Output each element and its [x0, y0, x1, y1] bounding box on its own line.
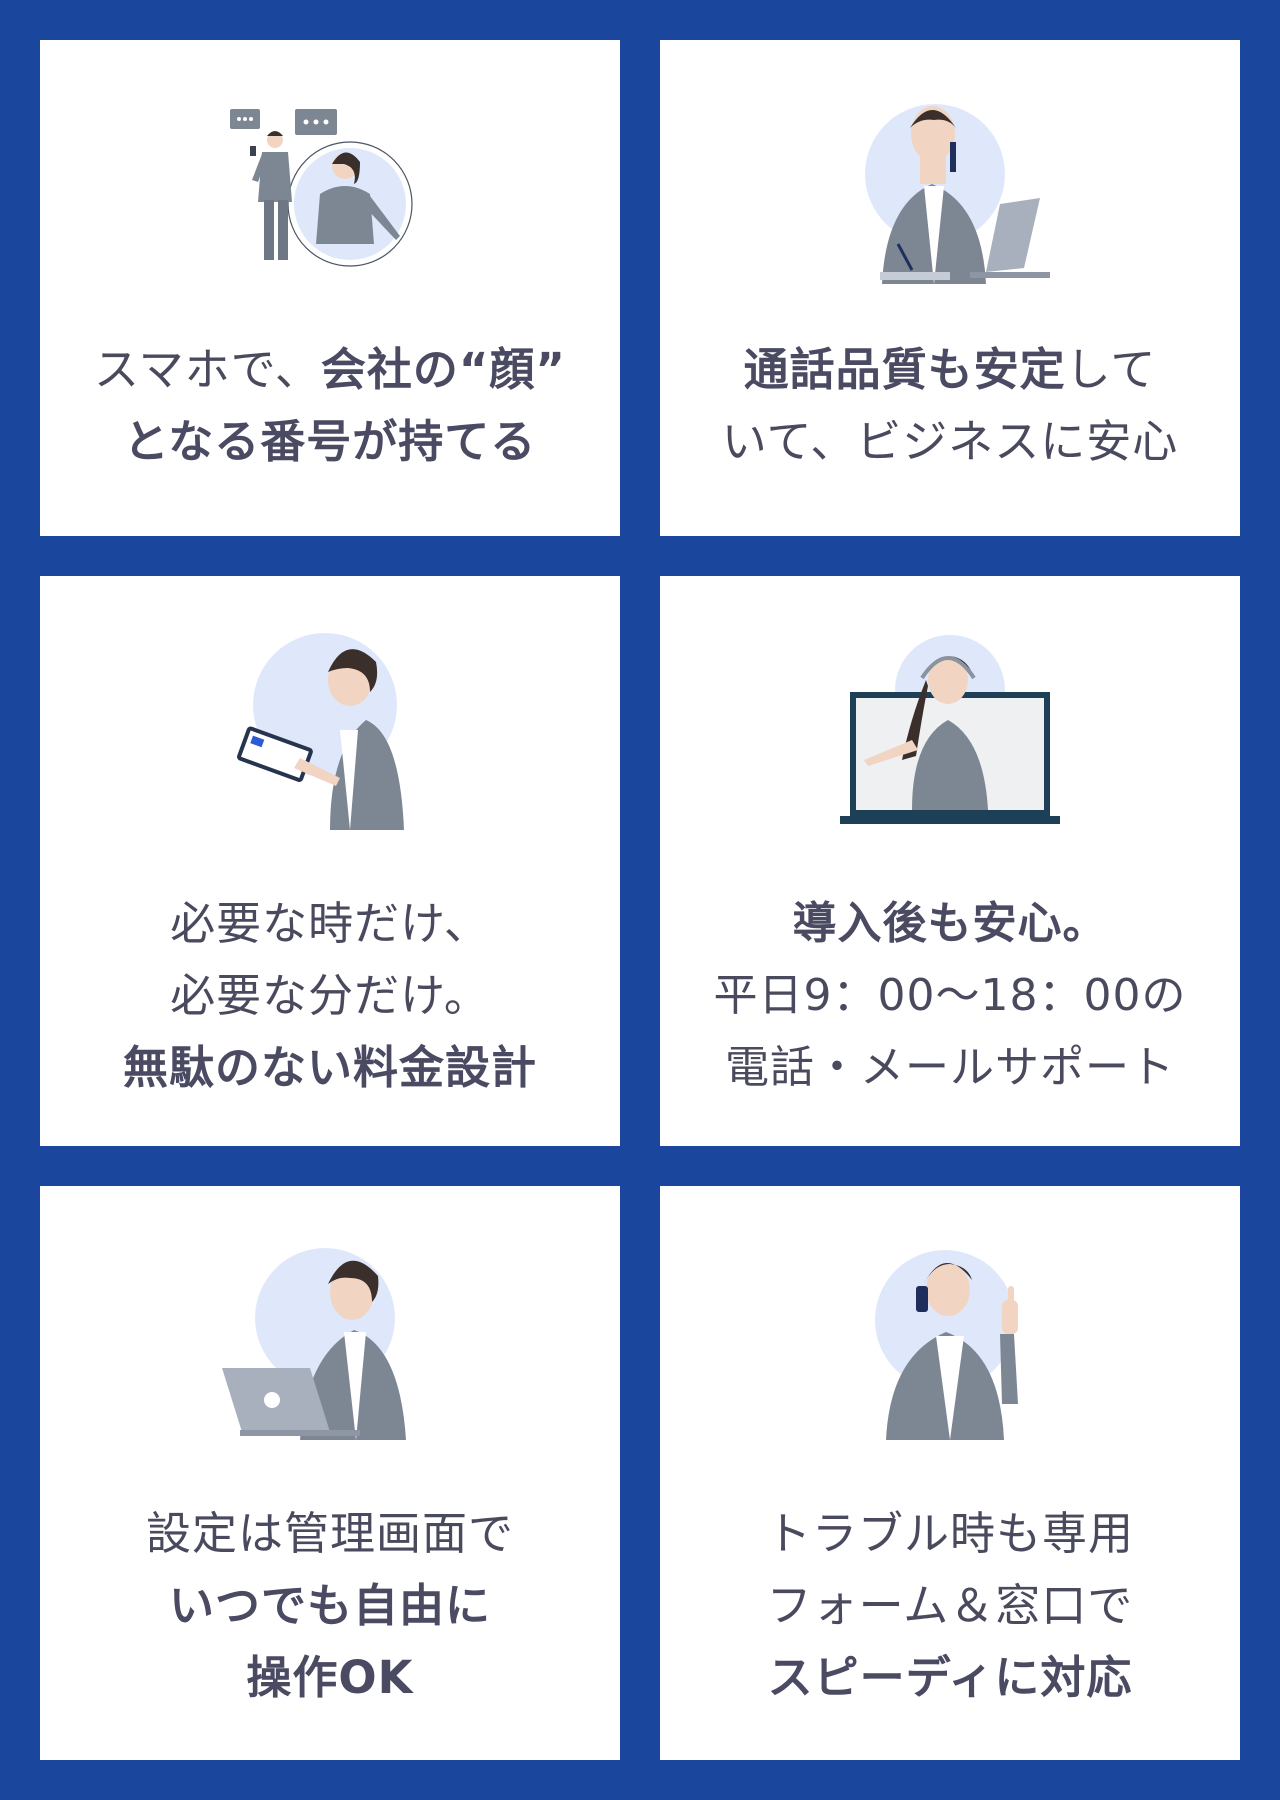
feature-card-call-quality: 通話品質も安定して いて、ビジネスに安心: [660, 40, 1240, 536]
caption-bold-text: スピーディに対応: [767, 1651, 1133, 1704]
caption-line: 導入後も安心。: [714, 888, 1187, 960]
caption-line: トラブル時も専用: [766, 1498, 1134, 1570]
caption-bold-text: となる番号が持てる: [123, 415, 537, 468]
feature-card-support: 導入後も安心。 平日9：00〜18：00の 電話・メールサポート: [660, 576, 1240, 1146]
caption-line: 必要な分だけ。: [123, 960, 537, 1032]
caption-bold-text: 無駄のない料金設計: [122, 1041, 537, 1094]
caption-text: スマホで、: [93, 343, 321, 396]
caption-line: 操作OK: [146, 1642, 514, 1714]
caption-line: 電話・メールサポート: [714, 1032, 1187, 1104]
caption-line: いつでも自由に: [146, 1570, 514, 1642]
feature-caption: 導入後も安心。 平日9：00〜18：00の 電話・メールサポート: [714, 888, 1187, 1104]
caption-line: いて、ビジネスに安心: [722, 406, 1178, 478]
caption-text: 平日9：00〜18：00の: [713, 970, 1187, 1021]
feature-caption: 必要な時だけ、 必要な分だけ。 無駄のない料金設計: [123, 888, 537, 1104]
caption-line: 平日9：00〜18：00の: [714, 960, 1187, 1032]
feature-caption: 通話品質も安定して いて、ビジネスに安心: [722, 334, 1178, 478]
caption-text: 必要な分だけ。: [170, 969, 490, 1022]
caption-line: フォーム＆窓口で: [766, 1570, 1134, 1642]
man-at-laptop-icon: [222, 1248, 406, 1440]
feature-caption: トラブル時も専用 フォーム＆窓口で スピーディに対応: [766, 1498, 1134, 1714]
caption-text: フォーム＆窓口で: [766, 1579, 1134, 1632]
caption-text: 設定は管理画面で: [145, 1507, 514, 1560]
caption-line: スマホで、会社の“顔”: [94, 334, 566, 406]
caption-text: いて、ビジネスに安心: [721, 415, 1179, 468]
feature-card-trouble-support: トラブル時も専用 フォーム＆窓口で スピーディに対応: [660, 1186, 1240, 1760]
caption-text: 電話・メールサポート: [725, 1042, 1175, 1093]
caption-line: スピーディに対応: [766, 1642, 1134, 1714]
support-operator-on-screen-icon: [840, 635, 1060, 824]
man-on-phone-thumbs-up-icon: [875, 1250, 1018, 1440]
caption-text: トラブル時も専用: [765, 1507, 1134, 1560]
caption-text: 必要な時だけ、: [170, 897, 490, 950]
feature-caption: 設定は管理画面で いつでも自由に 操作OK: [146, 1498, 514, 1714]
feature-card-admin-panel: 設定は管理画面で いつでも自由に 操作OK: [40, 1186, 620, 1760]
businessman-on-phone-with-laptop-icon: [865, 104, 1050, 284]
caption-line: 通話品質も安定して: [722, 334, 1178, 406]
person-and-operator-chat-icon: [230, 109, 413, 267]
caption-bold-text: 会社の“顔”: [320, 343, 566, 396]
man-with-tablet-icon: [237, 633, 404, 830]
caption-text: して: [1065, 343, 1157, 396]
caption-bold-text: いつでも自由に: [168, 1579, 491, 1632]
caption-line: 無駄のない料金設計: [123, 1032, 537, 1104]
caption-bold-text: 導入後も安心。: [792, 898, 1108, 949]
caption-line: となる番号が持てる: [94, 406, 566, 478]
caption-line: 必要な時だけ、: [123, 888, 537, 960]
feature-card-pricing: 必要な時だけ、 必要な分だけ。 無駄のない料金設計: [40, 576, 620, 1146]
feature-card-business-number: スマホで、会社の“顔” となる番号が持てる: [40, 40, 620, 536]
caption-bold-text: 通話品質も安定: [743, 343, 1066, 396]
caption-line: 設定は管理画面で: [146, 1498, 514, 1570]
feature-caption: スマホで、会社の“顔” となる番号が持てる: [94, 334, 566, 478]
caption-bold-text: 操作OK: [246, 1651, 414, 1704]
